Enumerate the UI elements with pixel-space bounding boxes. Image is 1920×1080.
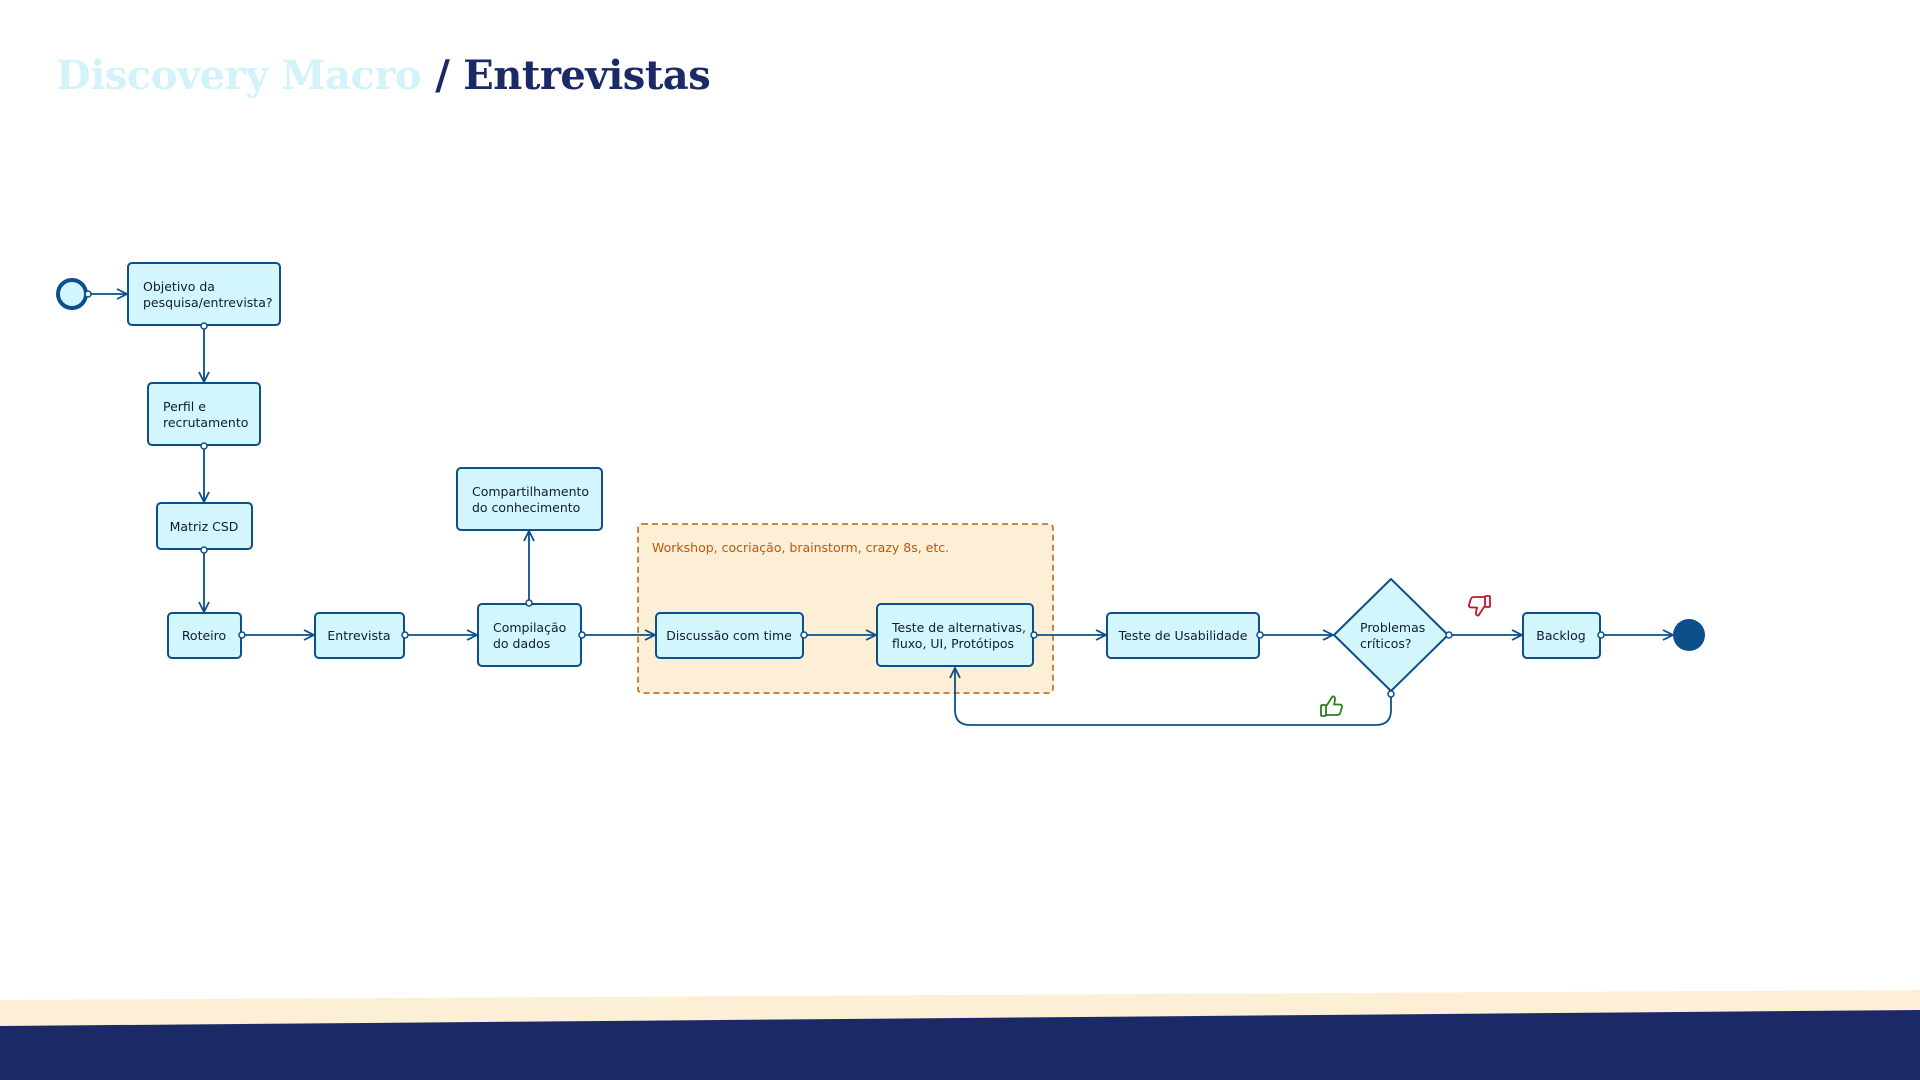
page-title: Discovery Macro / Entrevistas xyxy=(56,52,711,99)
thumbs-up-icon xyxy=(1320,695,1343,717)
node-compilacao-line1: Compilação xyxy=(493,620,566,635)
node-objetivo[interactable]: Objetivo da pesquisa/entrevista? xyxy=(127,262,281,326)
node-perfil[interactable]: Perfil e recrutamento xyxy=(147,382,261,446)
node-backlog-label: Backlog xyxy=(1536,628,1585,643)
edge-decisao-loop-teste xyxy=(955,668,1392,726)
workshop-group-label: Workshop, cocriação, brainstorm, crazy 8… xyxy=(652,540,949,555)
breadcrumb-current-page: Entrevistas xyxy=(463,52,711,99)
node-matriz-label: Matriz CSD xyxy=(170,519,239,534)
node-perfil-line2: recrutamento xyxy=(163,415,248,430)
node-backlog[interactable]: Backlog xyxy=(1522,612,1601,659)
node-decisao-line2: críticos? xyxy=(1360,636,1412,651)
node-roteiro-label: Roteiro xyxy=(182,628,226,643)
node-entrevista-label: Entrevista xyxy=(327,628,390,643)
start-event-icon xyxy=(56,278,88,310)
node-entrevista[interactable]: Entrevista xyxy=(314,612,405,659)
node-teste-alternativas[interactable]: Teste de alternativas, fluxo, UI, Protót… xyxy=(876,603,1034,667)
node-usabilidade-label: Teste de Usabilidade xyxy=(1118,628,1248,643)
node-roteiro[interactable]: Roteiro xyxy=(167,612,242,659)
node-decisao-line1: Problemas xyxy=(1360,620,1425,635)
connectors xyxy=(88,294,1673,726)
breadcrumb-separator: / xyxy=(435,52,450,99)
node-objetivo-line2: pesquisa/entrevista? xyxy=(143,295,273,310)
footer-navy-band xyxy=(0,1010,1920,1080)
node-matriz[interactable]: Matriz CSD xyxy=(156,502,253,550)
node-compartilhamento[interactable]: Compartilhamento do conhecimento xyxy=(456,467,603,531)
node-compilacao-line2: do dados xyxy=(493,636,550,651)
node-usabilidade[interactable]: Teste de Usabilidade xyxy=(1106,612,1260,659)
node-compilacao[interactable]: Compilação do dados xyxy=(477,603,582,667)
node-discussao[interactable]: Discussão com time xyxy=(655,612,804,659)
breadcrumb-section[interactable]: Discovery Macro xyxy=(56,52,422,99)
node-compartilhamento-line2: do conhecimento xyxy=(472,500,580,515)
node-objetivo-line1: Objetivo da xyxy=(143,279,215,294)
end-event-icon xyxy=(1673,619,1705,651)
node-decisao[interactable]: Problemas críticos? xyxy=(1333,578,1449,692)
node-teste-alternativas-line1: Teste de alternativas, xyxy=(891,620,1026,635)
node-compartilhamento-line1: Compartilhamento xyxy=(472,484,589,499)
node-teste-alternativas-line2: fluxo, UI, Protótipos xyxy=(892,636,1014,651)
node-discussao-label: Discussão com time xyxy=(666,628,792,643)
node-perfil-line1: Perfil e xyxy=(163,399,206,414)
thumbs-down-icon xyxy=(1468,595,1491,617)
port-dots xyxy=(84,290,1605,698)
